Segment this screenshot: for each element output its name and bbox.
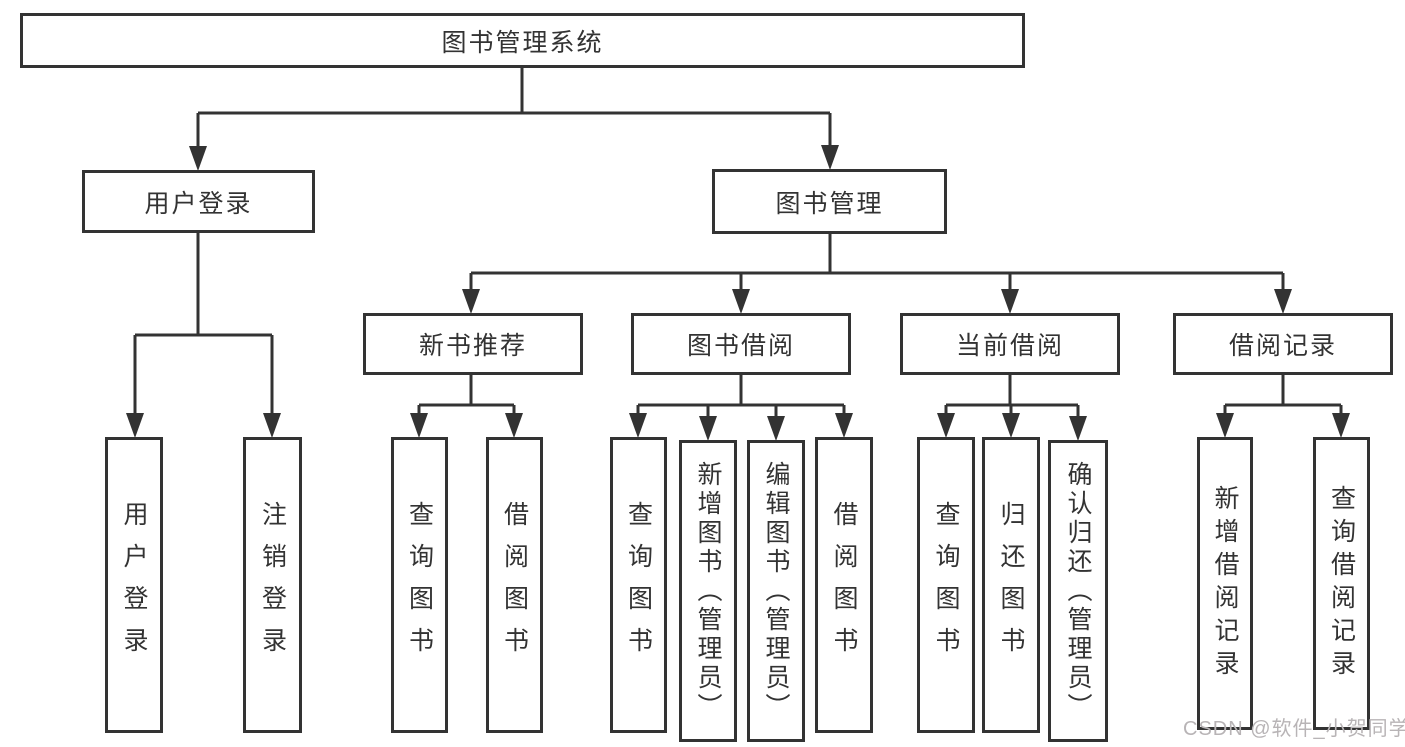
leaf-label: 查询借阅记录 [1327, 484, 1356, 683]
leaf-label: 用户登录 [120, 501, 148, 669]
leaf-add-book-admin: 新增图书（管理员） [679, 440, 737, 742]
leaf-label: 编辑图书（管理员） [762, 460, 790, 722]
node-current-borrow: 当前借阅 [900, 313, 1120, 375]
node-user-login: 用户登录 [82, 170, 315, 233]
leaf-label: 新增借阅记录 [1211, 484, 1239, 683]
leaf-edit-book-admin: 编辑图书（管理员） [747, 440, 805, 742]
leaf-borrow-books-recommend: 借阅图书 [486, 437, 543, 733]
node-book-borrow: 图书借阅 [631, 313, 851, 375]
leaf-label: 确认归还（管理员） [1064, 460, 1092, 722]
leaf-label: 借阅图书 [500, 501, 529, 669]
leaf-label: 归还图书 [997, 501, 1025, 669]
leaf-query-books-current: 查询图书 [917, 437, 975, 733]
leaf-label: 新增图书（管理员） [694, 460, 722, 722]
node-borrow-records: 借阅记录 [1173, 313, 1393, 375]
leaf-query-books-borrow: 查询图书 [610, 437, 667, 733]
leaf-query-books-recommend: 查询图书 [391, 437, 448, 733]
node-new-book-recommend: 新书推荐 [363, 313, 583, 375]
csdn-watermark: CSDN @软件_小贺同学 [1183, 718, 1405, 740]
node-root: 图书管理系统 [20, 13, 1025, 68]
leaf-label: 查询图书 [932, 501, 960, 669]
leaf-query-borrow-record: 查询借阅记录 [1313, 437, 1370, 730]
leaf-label: 查询图书 [405, 501, 434, 669]
node-book-management: 图书管理 [712, 169, 947, 234]
leaf-label: 注销登录 [258, 501, 287, 669]
leaf-confirm-return-admin: 确认归还（管理员） [1048, 440, 1108, 742]
leaf-user-login: 用户登录 [105, 437, 163, 733]
leaf-add-borrow-record: 新增借阅记录 [1197, 437, 1253, 730]
leaf-label: 查询图书 [624, 501, 653, 669]
leaf-label: 借阅图书 [830, 501, 858, 669]
leaf-return-book: 归还图书 [982, 437, 1040, 733]
leaf-borrow-books: 借阅图书 [815, 437, 873, 733]
leaf-logout: 注销登录 [243, 437, 302, 733]
